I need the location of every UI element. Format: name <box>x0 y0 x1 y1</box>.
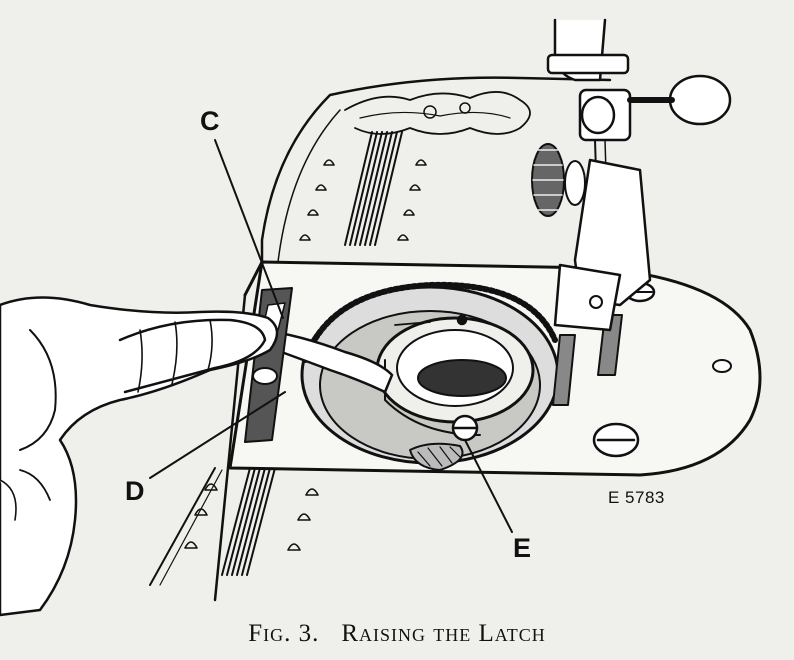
label-e: E <box>513 533 532 563</box>
knurled-nut <box>409 442 464 471</box>
hand <box>0 296 279 617</box>
bell-ornaments-upper <box>299 159 427 241</box>
leader-d <box>149 391 286 479</box>
caption-number: Fig. 3. <box>248 620 320 647</box>
screw-e <box>409 414 479 471</box>
ornament-stripes-upper <box>344 131 403 246</box>
figure-code: E 5783 <box>608 488 665 507</box>
figure-caption: Fig. 3. Raising the Latch <box>0 620 794 648</box>
thumb-screw <box>668 74 732 126</box>
plate-screws <box>252 281 732 458</box>
bobbin-case <box>375 314 535 436</box>
tension-wheel <box>531 143 586 217</box>
label-c: C <box>200 106 220 136</box>
bobbin-latch <box>260 328 394 394</box>
caption-title: Raising the Latch <box>341 620 546 647</box>
bell-ornaments-lower <box>184 483 319 551</box>
feed-dogs <box>552 314 623 406</box>
leader-c <box>214 139 284 319</box>
presser-foot-assembly <box>531 18 732 332</box>
leader-e <box>464 439 513 533</box>
bed-slot <box>244 287 293 443</box>
label-d: D <box>125 476 145 506</box>
leader-lines <box>149 139 513 533</box>
ornament-stripes-lower <box>221 467 276 576</box>
machine-bed <box>149 76 612 602</box>
